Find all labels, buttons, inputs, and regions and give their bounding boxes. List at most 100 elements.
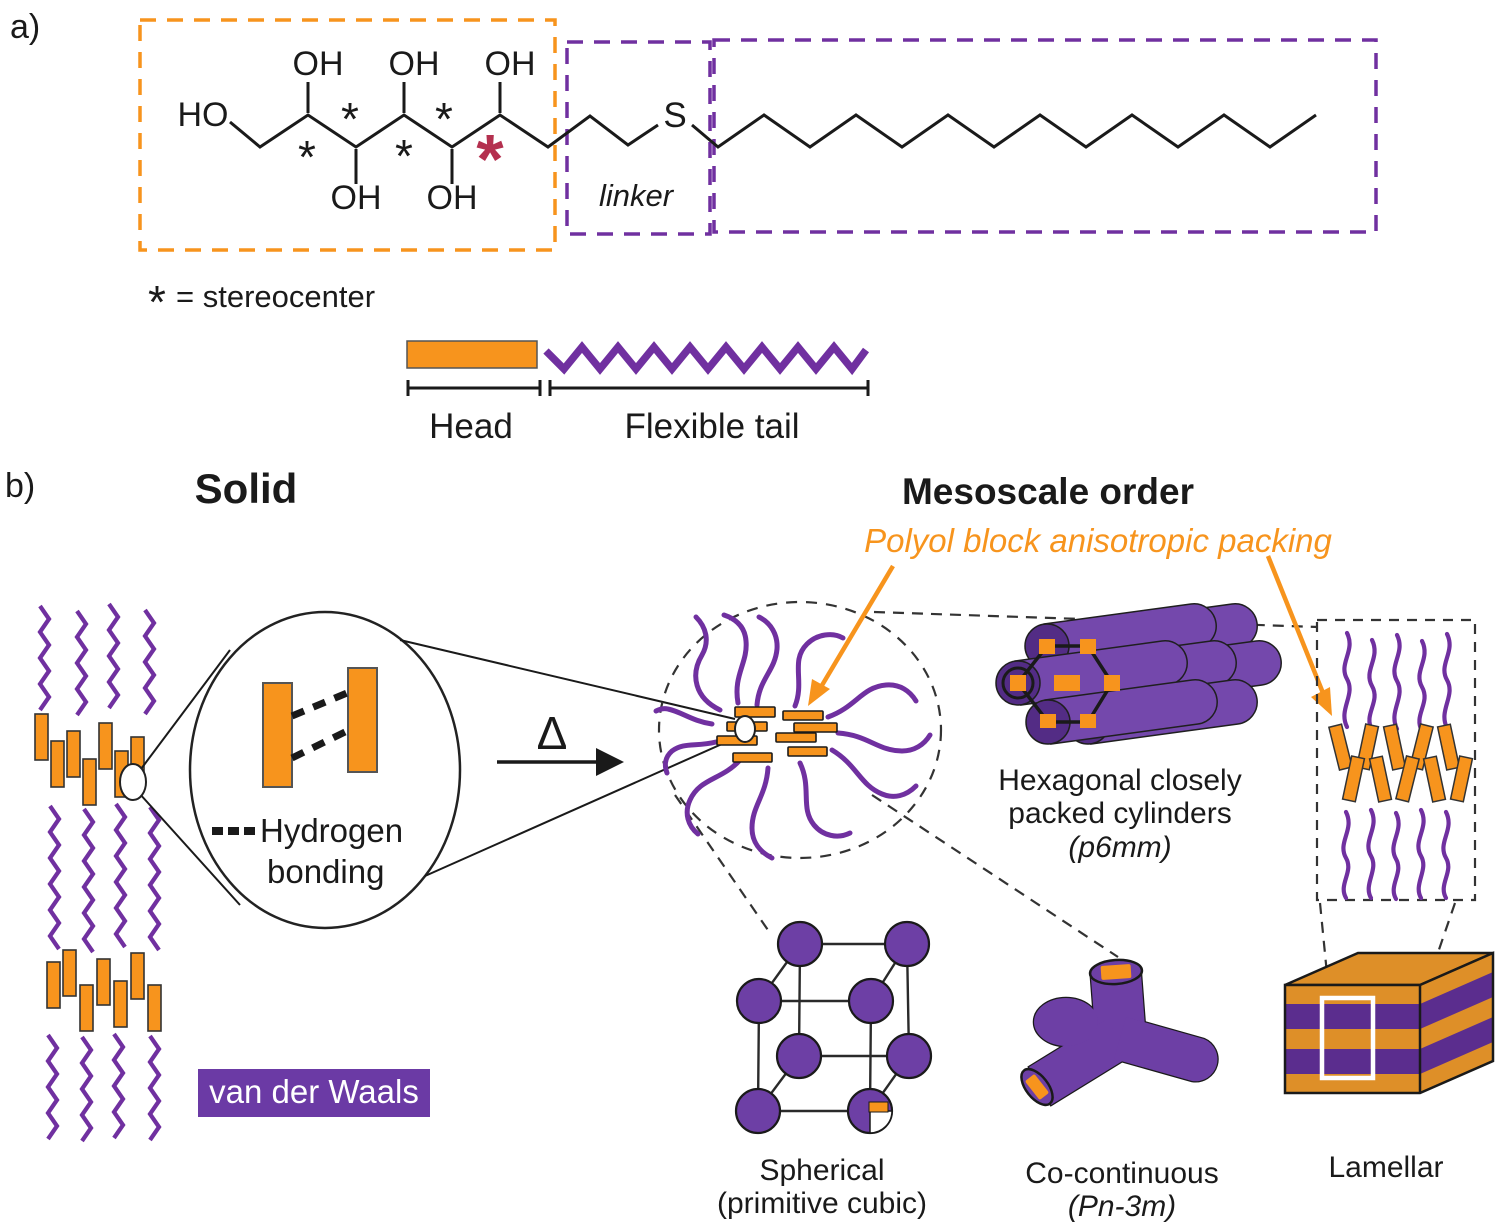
zoom-source-ellipse	[119, 763, 147, 801]
flexible-tail-squiggle	[684, 757, 743, 837]
flexible-tail-squiggle	[1391, 810, 1401, 902]
flexible-tail-squiggle	[1416, 807, 1426, 901]
stereocenter-legend: * = stereocenter	[148, 276, 375, 328]
alkyl-tail-zigzag	[81, 807, 96, 954]
oh-group-label: OH	[485, 45, 536, 83]
lamellar-inset-dashed-box	[1315, 618, 1477, 902]
flexible-tail-squiggle	[1341, 809, 1351, 901]
connector-inset-lamellar-left	[1318, 902, 1329, 975]
hydrogen-bonding-label-line1: Hydrogen	[260, 812, 403, 849]
stereocenter-asterisk: *	[435, 93, 453, 145]
lamellar-top-tails	[1342, 630, 1452, 734]
alkyl-tail-zigzag	[111, 1032, 126, 1140]
flexible-tail-squiggle	[1342, 630, 1352, 730]
head-block-icon	[775, 732, 817, 743]
stereocenter-asterisk: *	[298, 131, 316, 183]
hydrogen-bond-dash-icon	[212, 827, 255, 835]
solid-state-cluster	[34, 602, 162, 1143]
delta-heat-symbol: Δ	[537, 707, 568, 759]
lamellar-unit-cell-outline	[1319, 995, 1376, 1081]
alkyl-tail-zigzag	[79, 1035, 94, 1143]
flexible-tail-squiggle	[693, 614, 723, 713]
lamellar-label: Lamellar	[1328, 1151, 1443, 1184]
linker-box	[565, 40, 712, 236]
oh-group-label: OH	[389, 45, 440, 83]
core-marker	[1025, 1074, 1049, 1100]
sphere	[776, 920, 824, 968]
head-block-icon	[1368, 755, 1393, 803]
polyol-core-markers	[1010, 639, 1120, 728]
cocontinuous-structure: Co-continuous (Pn-3m)	[1020, 958, 1219, 1223]
core-marker	[1010, 675, 1026, 691]
alkyl-tail-zigzag	[147, 1034, 162, 1142]
sphere	[775, 1032, 823, 1080]
head-block-icon	[113, 980, 128, 1028]
flexible-tail-squiggle	[835, 730, 933, 754]
flexible-tail-squiggle	[721, 612, 749, 706]
mesoscale-order-title: Mesoscale order	[902, 471, 1194, 512]
spherical-cubic-structure: Spherical (primitive cubic)	[717, 920, 933, 1220]
zoom-circle-outline	[188, 610, 462, 930]
heat-arrow-head-icon	[596, 748, 624, 776]
lamellar-side-face	[1420, 953, 1493, 1093]
lamellar-stripe-orange	[1285, 1029, 1420, 1049]
core-marker	[1080, 639, 1096, 654]
core-marker	[1100, 964, 1132, 980]
panel-a-label: a)	[10, 8, 40, 46]
alkyl-tail-zigzag	[106, 602, 121, 710]
flexible-tail-squiggle	[1442, 631, 1452, 731]
head-block-icon	[66, 730, 81, 778]
lamellar-box-structure: Lamellar	[1283, 951, 1495, 1184]
sphere	[883, 920, 931, 968]
spherical-label-line2: (primitive cubic)	[717, 1187, 927, 1220]
spherical-label-line1: Spherical	[759, 1154, 884, 1187]
flexible-tail-squiggle	[662, 739, 719, 776]
sphere	[885, 1032, 933, 1080]
ho-group-label: HO	[178, 96, 229, 134]
hydrogen-bond-dashed-line	[290, 689, 349, 720]
head-block-icon	[147, 984, 162, 1032]
lamellar-stripe-purple	[1420, 972, 1493, 1029]
sphere-cutaway	[869, 1110, 893, 1134]
flexible-tail-squiggle	[797, 760, 853, 839]
head-block-icon	[50, 740, 65, 788]
core-marker	[1080, 714, 1096, 728]
core-marker	[1104, 675, 1120, 691]
hydrogen-bonding-zoom-circle: Hydrogen bonding	[188, 610, 462, 930]
panel-b: b) Solid Mesoscale order Polyol block an…	[5, 465, 1495, 1223]
alkyl-tail-zigzag	[113, 802, 128, 949]
lamellar-bottom-tails	[1341, 807, 1451, 902]
head-block-icon	[130, 952, 145, 1000]
flexible-tail-squiggle	[829, 747, 919, 799]
lamellar-stripe-orange	[1285, 1074, 1420, 1093]
hexagonal-label-line2: packed cylinders	[1008, 797, 1231, 830]
flexible-tail-squiggle	[1392, 632, 1402, 732]
alkyl-tail-zigzag	[142, 608, 157, 716]
polyol-head-box	[138, 18, 557, 252]
magnifier-cone-line	[140, 649, 231, 770]
flexible-tail-squiggle	[749, 765, 775, 861]
lamellar-head-bars	[1327, 723, 1474, 803]
packing-arrow-right-shaft	[1265, 555, 1328, 699]
head-block-icon	[1382, 723, 1407, 771]
head-block-icon	[782, 710, 824, 721]
cube-edges	[756, 942, 911, 1113]
head-bracket	[406, 380, 542, 396]
lamellar-stripe-purple	[1285, 1049, 1420, 1074]
linker-label: linker	[599, 178, 675, 213]
magnifier-cone-line	[399, 639, 736, 720]
connector-micelle-spherical	[674, 794, 771, 934]
head-block-icon	[34, 713, 49, 761]
tetrapod	[1020, 958, 1219, 1107]
alkyl-tail-zigzag	[37, 604, 52, 712]
head-label: Head	[429, 407, 513, 446]
molecule-structure: HO OH OH OH OH OH S linker * * * * *	[178, 45, 1317, 217]
flexible-tail-squiggle	[792, 632, 846, 709]
flexible-tail-squiggle	[754, 614, 780, 708]
micelle-cluster	[653, 600, 943, 861]
head-block-icon	[62, 949, 77, 997]
tetrapod-arm-fill	[1029, 1019, 1129, 1105]
magnifier-cone-line	[424, 735, 741, 877]
